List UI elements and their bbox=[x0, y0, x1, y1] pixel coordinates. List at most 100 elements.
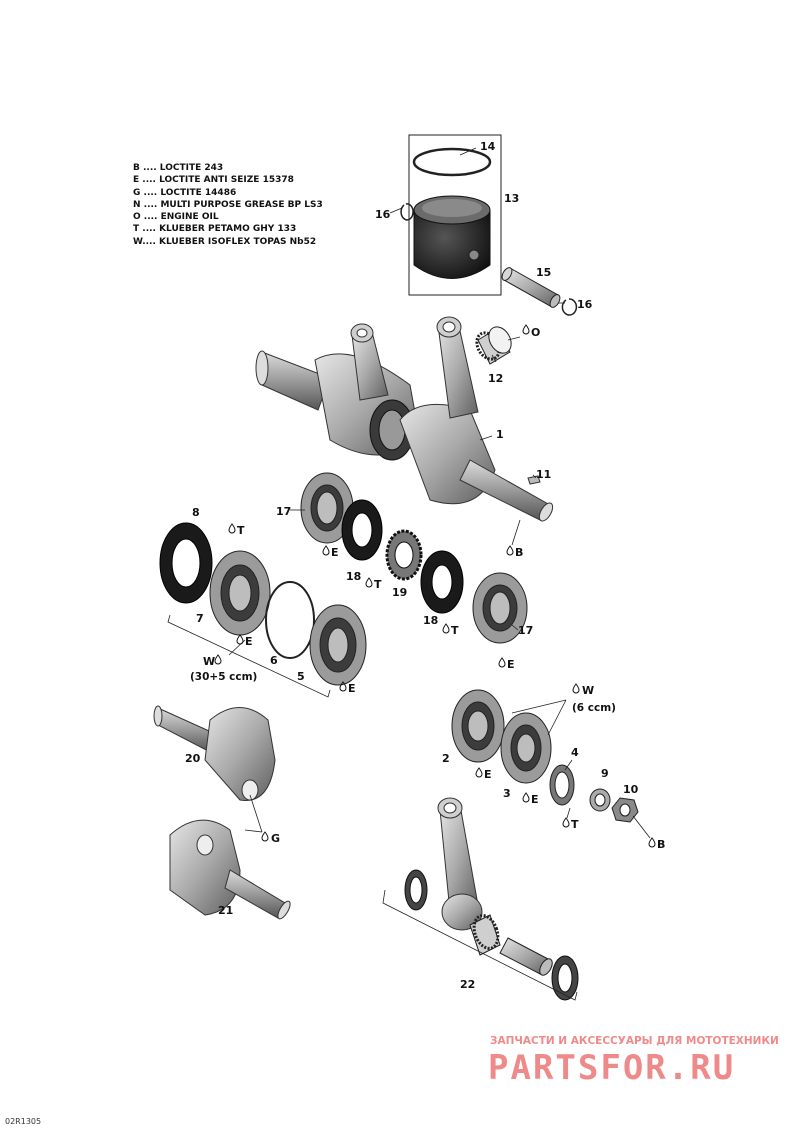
label-part-7: 7 bbox=[196, 612, 204, 625]
lubricant-callouts: O T E B T T E W (30+5 ccm) E E W (6 ccm)… bbox=[190, 324, 665, 851]
drop-icon bbox=[236, 634, 244, 645]
bearing-7 bbox=[209, 550, 271, 636]
drop-icon bbox=[506, 545, 514, 556]
label-part-17-right: 17 bbox=[518, 624, 533, 637]
needle-bearing bbox=[475, 326, 512, 365]
circlip-16-lower bbox=[561, 298, 578, 316]
nut-10 bbox=[611, 797, 639, 823]
bearing-3 bbox=[500, 712, 552, 784]
connecting-rod-kit bbox=[382, 797, 579, 1001]
drop-icon bbox=[498, 657, 506, 668]
label-part-6: 6 bbox=[270, 654, 278, 667]
label-part-11: 11 bbox=[536, 468, 551, 481]
label-part-12: 12 bbox=[488, 372, 503, 385]
circlip-16-upper bbox=[400, 203, 414, 221]
legend-item-o: O .... ENGINE OIL bbox=[133, 212, 219, 223]
watermark-subtitle: ЗАПЧАСТИ И АКСЕССУАРЫ ДЛЯ МОТОТЕХНИКИ bbox=[490, 1035, 779, 1047]
drop-icon bbox=[562, 817, 570, 828]
piston bbox=[413, 195, 491, 279]
label-part-13: 13 bbox=[504, 192, 519, 205]
legend-item-g: G .... LOCTITE 14486 bbox=[133, 187, 237, 198]
label-part-15: 15 bbox=[536, 266, 551, 279]
label-part-16-upper: 16 bbox=[375, 208, 391, 221]
lubricant-legend: B .... LOCTITE 243 E .... LOCTITE ANTI S… bbox=[133, 162, 323, 248]
drop-icon bbox=[475, 767, 483, 778]
callout-b: B bbox=[657, 838, 665, 851]
label-part-20: 20 bbox=[185, 752, 201, 765]
crankshaft-assembly bbox=[255, 316, 554, 522]
distance-gear-19 bbox=[385, 529, 423, 581]
leader-lines bbox=[228, 147, 651, 839]
watermark-logo: PARTSFOR.RU bbox=[488, 1048, 736, 1088]
callout-t: T bbox=[237, 524, 245, 537]
drop-icon bbox=[322, 545, 330, 556]
part-number-labels: 14 13 16 15 16 12 1 11 17 8 18 19 7 18 1… bbox=[185, 140, 639, 991]
callout-g: G bbox=[271, 832, 280, 845]
crankshaft-half-20 bbox=[153, 705, 276, 801]
legend-item-t: T .... KLUEBER PETAMO GHY 133 bbox=[133, 224, 297, 235]
callout-w: W bbox=[203, 655, 215, 668]
drop-icon bbox=[522, 324, 530, 335]
callout-b: B bbox=[515, 546, 523, 559]
drop-icon bbox=[442, 623, 450, 634]
quantity-note-30-5: (30+5 ccm) bbox=[190, 671, 257, 683]
label-part-5: 5 bbox=[297, 670, 305, 683]
callout-e: E bbox=[245, 635, 253, 648]
bearing-2 bbox=[451, 689, 505, 763]
legend-item-w: W.... KLUEBER ISOFLEX TOPAS Nb52 bbox=[133, 236, 317, 247]
label-part-14: 14 bbox=[480, 140, 496, 153]
legend-item-e: E .... LOCTITE ANTI SEIZE 15378 bbox=[133, 175, 294, 186]
callout-e: E bbox=[507, 658, 515, 671]
bracket-22 bbox=[382, 889, 578, 1001]
piston-ring bbox=[412, 147, 492, 177]
drop-icon bbox=[648, 837, 656, 848]
drop-icon bbox=[261, 831, 269, 842]
drop-icon bbox=[339, 681, 347, 692]
piston-pin bbox=[501, 267, 561, 308]
bearing-5 bbox=[309, 604, 367, 686]
drop-icon bbox=[214, 654, 222, 665]
label-part-19: 19 bbox=[392, 586, 407, 599]
crank-pin bbox=[499, 937, 553, 976]
quantity-note-6: (6 ccm) bbox=[572, 702, 616, 714]
crankshaft-half-21 bbox=[169, 819, 291, 920]
drop-icon bbox=[365, 577, 373, 588]
label-part-3: 3 bbox=[503, 787, 511, 800]
piston-kit-frame bbox=[408, 134, 502, 296]
oil-seal-18-right bbox=[420, 550, 464, 614]
callout-t: T bbox=[451, 624, 459, 637]
bearing-17-left bbox=[300, 472, 354, 544]
label-part-16-lower: 16 bbox=[577, 298, 593, 311]
oil-seal-18-left bbox=[341, 499, 383, 561]
callout-e: E bbox=[348, 682, 356, 695]
diagram-code: 02R1305 bbox=[5, 1117, 42, 1126]
callout-e: E bbox=[484, 768, 492, 781]
callout-t: T bbox=[571, 818, 579, 831]
drop-icon bbox=[572, 683, 580, 694]
label-part-21: 21 bbox=[218, 904, 233, 917]
drop-icon bbox=[228, 523, 236, 534]
washer-9 bbox=[589, 788, 611, 812]
ring-4 bbox=[549, 764, 575, 806]
callout-o: O bbox=[531, 326, 540, 339]
callout-e: E bbox=[531, 793, 539, 806]
bearing-17-right bbox=[472, 572, 528, 644]
label-part-10: 10 bbox=[623, 783, 639, 796]
piston-group bbox=[400, 134, 502, 296]
label-part-8: 8 bbox=[192, 506, 200, 519]
big-end-needle-bearing bbox=[469, 914, 501, 956]
label-part-18-left: 18 bbox=[346, 570, 361, 583]
legend-item-b: B .... LOCTITE 243 bbox=[133, 163, 224, 173]
legend-item-n: N .... MULTI PURPOSE GREASE BP LS3 bbox=[133, 199, 323, 210]
oil-seal-8 bbox=[159, 522, 213, 604]
label-part-4: 4 bbox=[571, 746, 579, 759]
drop-icon bbox=[522, 792, 530, 803]
bracket-7-5 bbox=[167, 614, 331, 698]
callout-e: E bbox=[331, 546, 339, 559]
label-part-17-left: 17 bbox=[276, 505, 291, 518]
label-part-9: 9 bbox=[601, 767, 609, 780]
callout-w: W bbox=[582, 684, 594, 697]
callout-t: T bbox=[374, 578, 382, 591]
ring-6 bbox=[265, 581, 315, 659]
